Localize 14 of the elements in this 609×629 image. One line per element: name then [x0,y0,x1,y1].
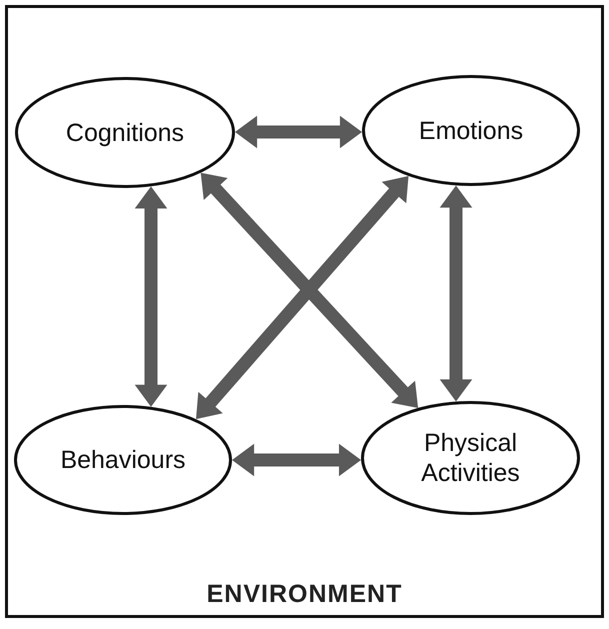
ellipse-node [15,77,235,188]
environment-label: ENVIRONMENT [206,580,404,609]
environment-frame [5,5,604,618]
node-label: Cognitions [64,118,186,148]
node-label: Physical Activities [420,428,521,488]
ellipse-node [362,75,580,186]
node-label: Emotions [418,116,524,146]
double-arrow [134,186,168,407]
double-arrow [440,185,472,402]
ellipse-node [14,405,232,515]
double-arrow [232,444,362,476]
ellipse-node [361,401,580,515]
node-label: Behaviours [59,445,187,475]
double-arrow [235,116,362,148]
